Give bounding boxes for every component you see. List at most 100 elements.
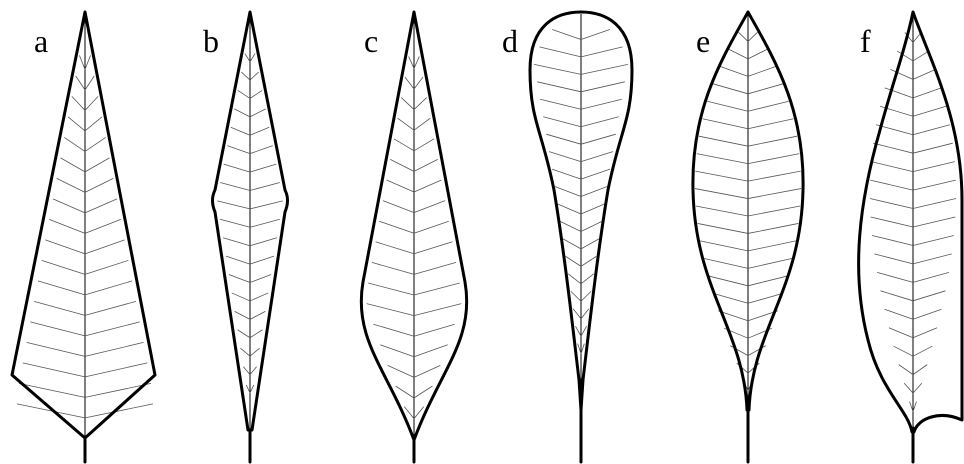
vein-line	[414, 262, 456, 274]
vein-line	[217, 201, 250, 209]
vein-line	[64, 137, 85, 151]
vein-line	[575, 326, 581, 336]
vein-line	[72, 96, 85, 110]
vein-line	[414, 324, 455, 336]
vein-line	[85, 322, 140, 336]
vein-line	[245, 54, 250, 62]
vein-line	[913, 272, 949, 282]
vein-line	[414, 118, 430, 130]
vein-line	[748, 206, 800, 216]
vein-line	[368, 283, 414, 295]
vein-line	[913, 162, 955, 172]
vein-line	[695, 189, 748, 199]
vein-line	[581, 326, 587, 336]
vein-line	[699, 136, 748, 146]
vein-line	[913, 143, 953, 153]
vein-line	[899, 365, 913, 375]
vein-line	[85, 158, 109, 172]
vein-line	[57, 178, 85, 192]
vein-line	[748, 136, 797, 146]
vein-line	[414, 365, 440, 377]
vein-line	[889, 328, 913, 338]
vein-line	[409, 56, 414, 68]
vein-line	[250, 127, 269, 135]
vein-line	[34, 301, 85, 315]
vein-line	[913, 365, 927, 375]
vein-line	[539, 47, 581, 57]
vein-line	[243, 367, 250, 375]
vein-line	[581, 291, 591, 301]
vein-line	[913, 69, 936, 79]
vein-line	[873, 143, 913, 153]
vein-line	[414, 56, 419, 68]
vein-line	[220, 219, 250, 227]
vein-line	[913, 346, 932, 356]
vein-line	[85, 117, 102, 131]
vein-line	[250, 385, 254, 393]
vein-line	[874, 254, 913, 264]
vein-line	[388, 365, 414, 377]
vein-line	[235, 311, 250, 319]
vein-line	[904, 383, 913, 393]
vein-line	[85, 363, 147, 377]
vein-line	[748, 31, 758, 41]
vein-line	[730, 346, 748, 356]
vein-line	[17, 404, 85, 418]
vein-line	[30, 322, 85, 336]
vein-line	[546, 134, 581, 144]
vein-line	[738, 31, 748, 41]
vein-line	[581, 99, 622, 109]
vein-line	[85, 281, 132, 295]
leaf-outline-a	[12, 12, 155, 438]
vein-line	[581, 221, 602, 231]
vein-line	[250, 182, 280, 190]
vein-line	[85, 137, 106, 151]
vein-line	[540, 99, 581, 109]
vein-line	[394, 139, 414, 151]
vein-line	[571, 291, 581, 301]
vein-line	[85, 342, 143, 356]
panel-label-d: d	[502, 23, 518, 59]
vein-line	[238, 90, 250, 98]
vein-line	[414, 242, 452, 254]
vein-line	[42, 260, 85, 274]
vein-line	[220, 182, 250, 190]
vein-line	[870, 180, 913, 190]
vein-line	[224, 164, 250, 172]
vein-line	[414, 386, 433, 398]
vein-line	[913, 51, 929, 61]
vein-line	[232, 293, 250, 301]
vein-line	[231, 127, 250, 135]
vein-line	[250, 219, 280, 227]
vein-line	[581, 204, 604, 214]
vein-line	[578, 344, 581, 354]
vein-line	[558, 204, 581, 214]
vein-line	[566, 256, 581, 266]
vein-line	[250, 293, 268, 301]
vein-line	[250, 54, 255, 62]
vein-line	[913, 217, 955, 227]
vein-line	[563, 239, 581, 249]
vein-line	[250, 238, 277, 246]
vein-line	[748, 49, 768, 59]
vein-line	[250, 201, 283, 209]
vein-line	[85, 260, 128, 274]
vein-line	[913, 402, 916, 412]
vein-line	[45, 240, 85, 254]
vein-line	[748, 276, 788, 286]
vein-line	[748, 223, 798, 233]
vein-line	[38, 281, 85, 295]
leaf-panel-f: f	[859, 12, 962, 462]
vein-line	[250, 367, 257, 375]
vein-line	[241, 72, 250, 80]
vein-line	[913, 254, 952, 264]
vein-line	[229, 275, 250, 283]
vein-line	[748, 258, 792, 268]
vein-line	[871, 217, 913, 227]
vein-line	[61, 158, 85, 172]
vein-line	[414, 98, 427, 110]
vein-line	[720, 66, 748, 76]
vein-line	[913, 383, 922, 393]
vein-line	[697, 154, 748, 164]
